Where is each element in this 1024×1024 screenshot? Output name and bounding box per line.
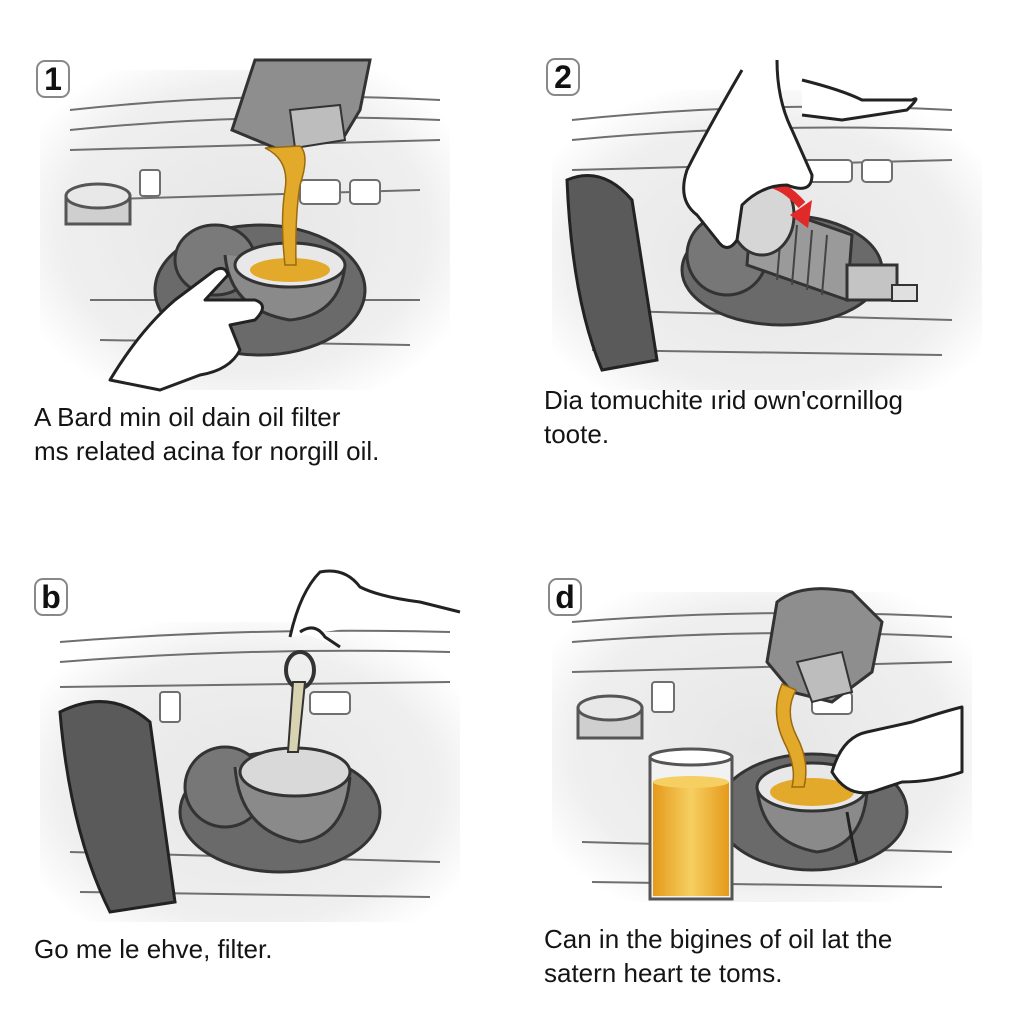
caption-line: toote. xyxy=(544,419,610,449)
caption-line: Can in the bigines of oil lat the xyxy=(544,924,893,954)
step-badge-1: 1 xyxy=(36,60,70,98)
caption-line: ms related acina for norgill oil. xyxy=(34,436,380,466)
engine-bay-illustration-d xyxy=(552,587,972,902)
pouring-oil-icon xyxy=(775,683,807,788)
measuring-cup-icon xyxy=(648,747,734,901)
step-caption-1: A Bard min oil dain oil filter ms relate… xyxy=(34,400,379,468)
engine-bay-illustration-1 xyxy=(40,58,450,392)
step-caption-d: Can in the bigines of oil lat the satern… xyxy=(544,922,892,990)
step-panel-2: 2 Dia tomuchite ırid own'cornillog toote… xyxy=(512,0,1024,480)
hand-icon xyxy=(288,569,461,649)
step-caption-b: Go me le ehve, filter. xyxy=(34,932,272,966)
step-badge-d: d xyxy=(548,578,582,616)
step-panel-1: 1 A Bard min oil dain oil filter ms rela… xyxy=(0,0,512,480)
caption-line: satern heart te toms. xyxy=(544,958,783,988)
oil-bottle-icon xyxy=(765,587,884,704)
oil-filter-housing-icon xyxy=(178,745,382,874)
dipstick-icon xyxy=(284,650,316,753)
pouring-oil-icon xyxy=(264,145,306,266)
step-badge-2: 2 xyxy=(546,58,580,96)
hand-icon xyxy=(830,705,964,863)
step-panel-b: b Go me le ehve, filter. xyxy=(0,512,512,992)
engine-bay-illustration-b xyxy=(40,569,461,922)
step-badge-b: b xyxy=(34,578,68,616)
caption-line: A Bard min oil dain oil filter xyxy=(34,402,341,432)
oil-bottle-icon xyxy=(230,58,372,152)
step-panel-d: d Can in the bigines of oil lat the sate… xyxy=(512,512,1024,992)
engine-bay-illustration-2 xyxy=(552,59,982,390)
hand-icon xyxy=(108,266,264,392)
caption-line: Dia tomuchite ırid own'cornillog xyxy=(544,385,904,415)
step-caption-2: Dia tomuchite ırid own'cornillog toote. xyxy=(544,383,903,451)
caption-line: Go me le ehve, filter. xyxy=(34,934,273,964)
hand-icon xyxy=(682,59,918,249)
